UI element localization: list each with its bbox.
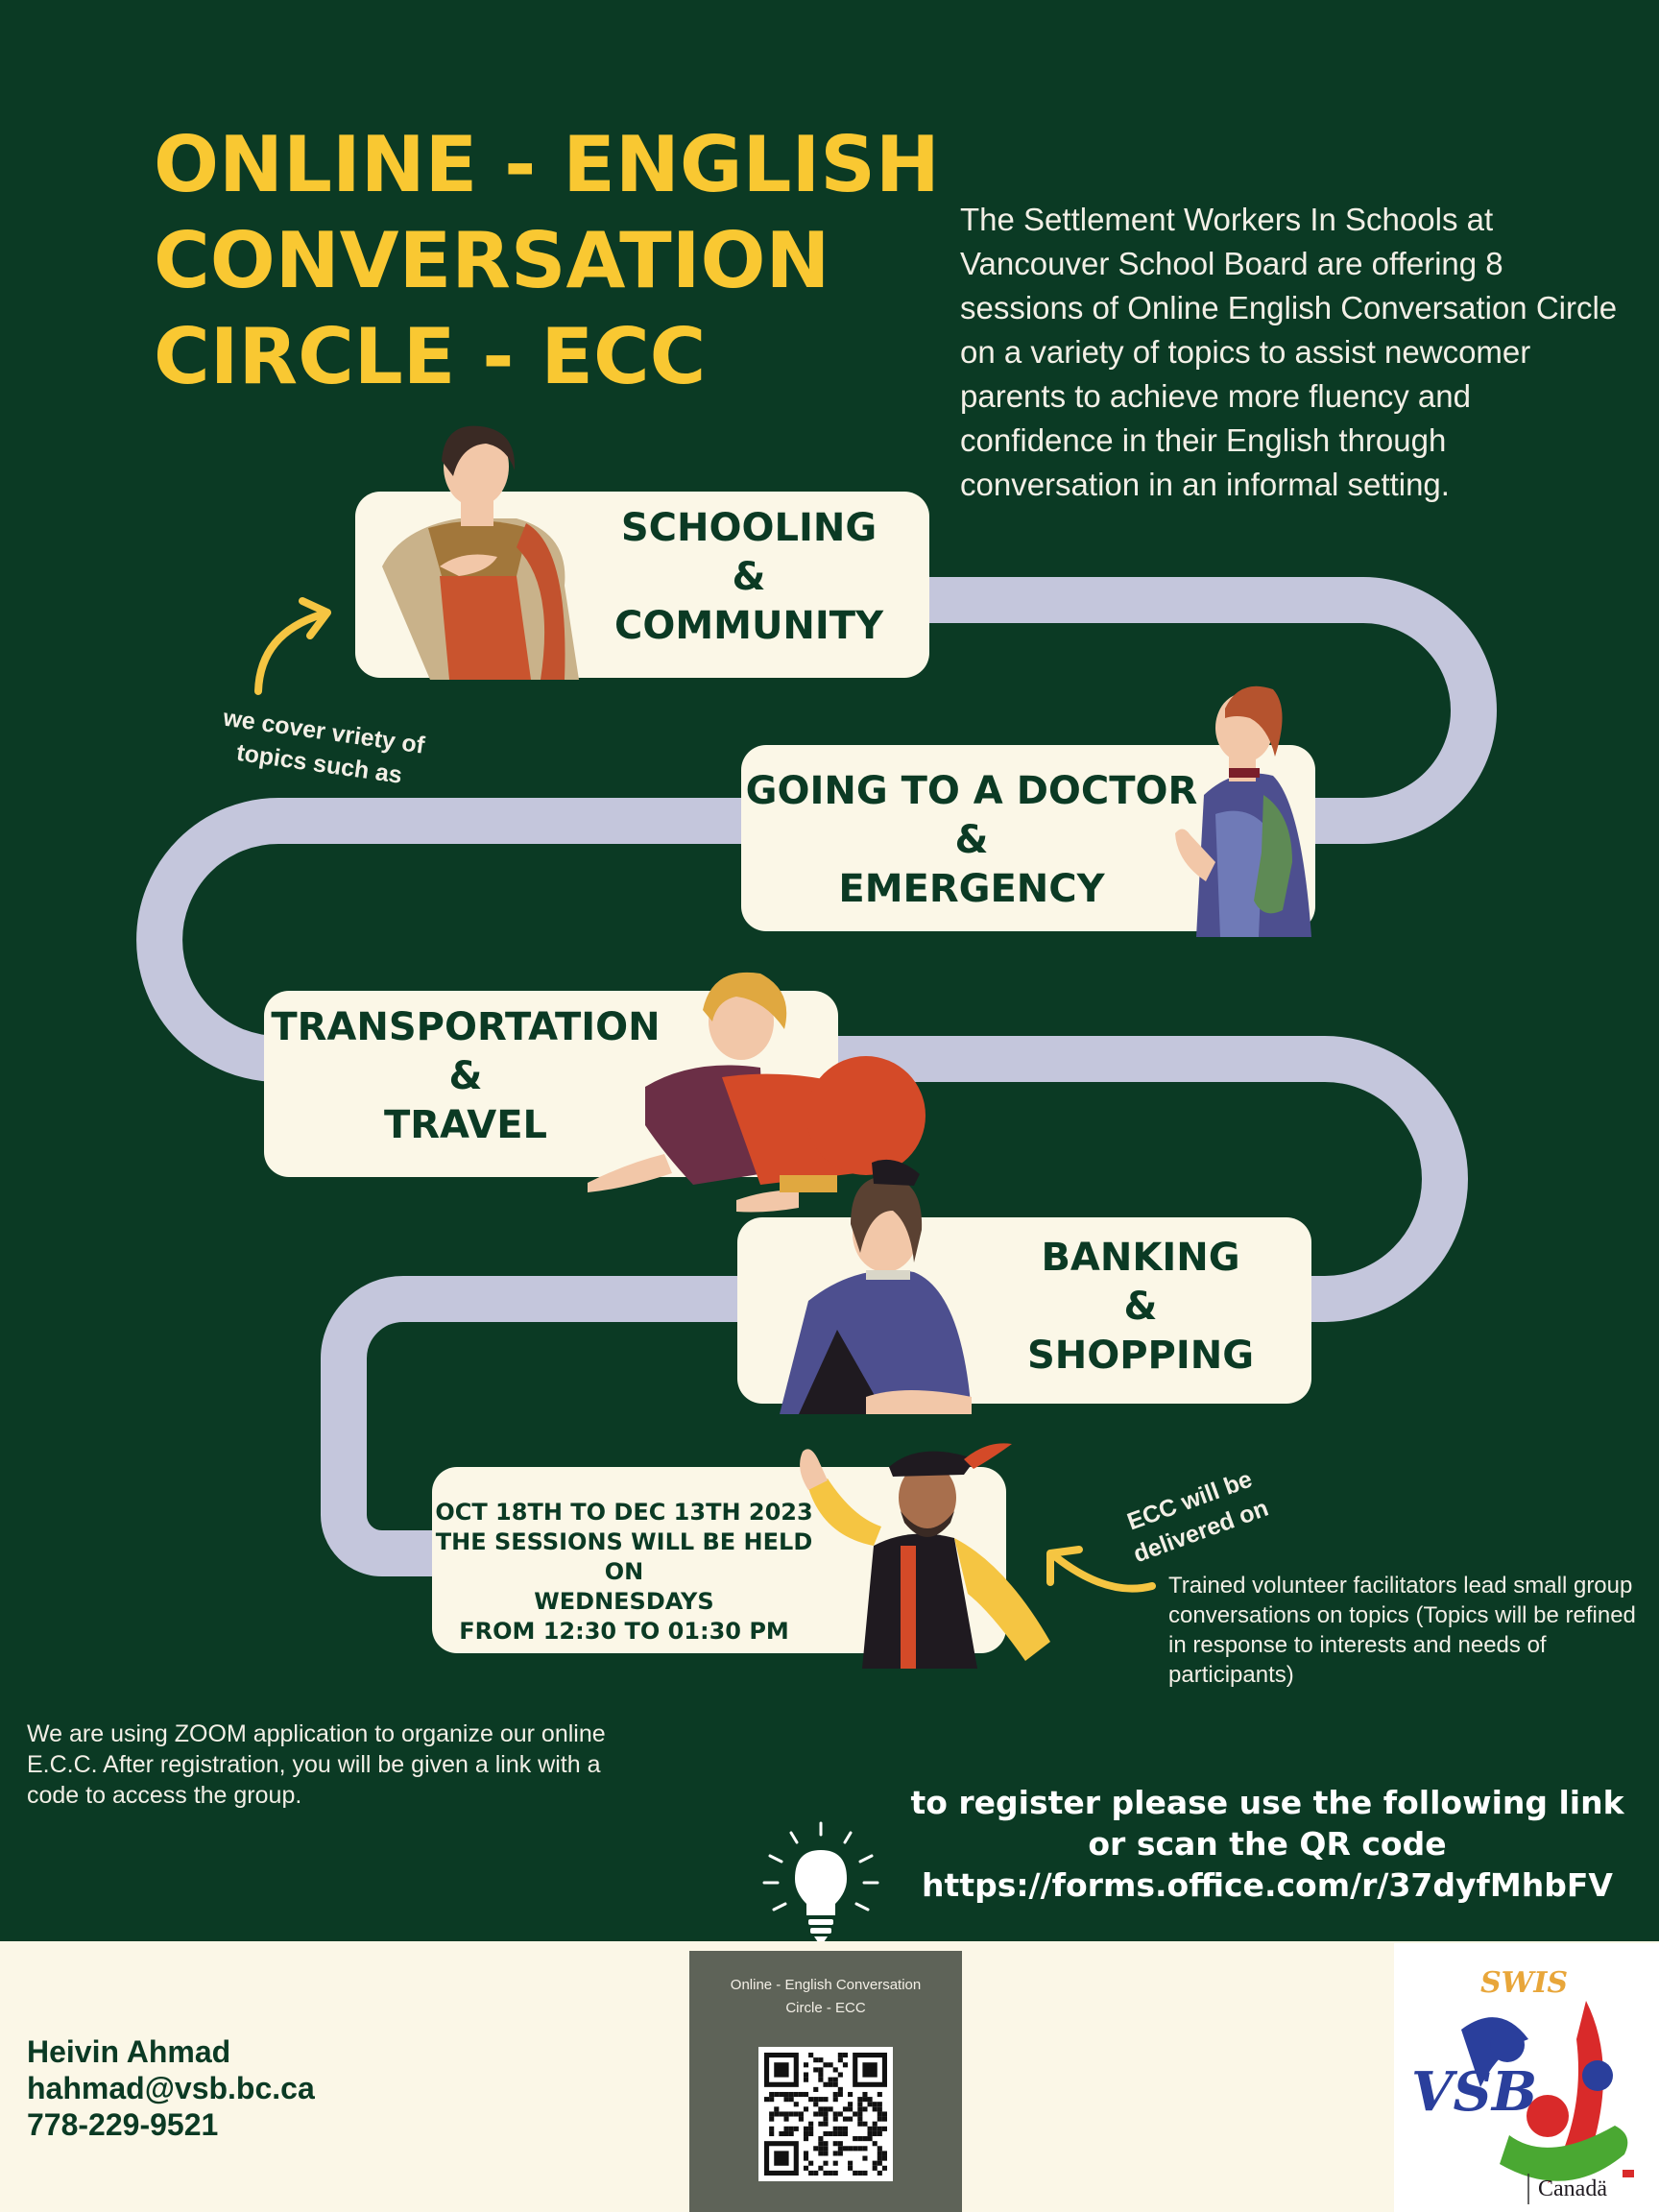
qr-code[interactable] <box>758 2047 893 2181</box>
contact-email[interactable]: hahmad@vsb.bc.ca <box>27 2071 315 2105</box>
contact-info: Heivin Ahmad hahmad@vsb.bc.ca 778-229-95… <box>27 2033 507 2143</box>
title-line: CONVERSATION <box>154 216 830 305</box>
register-instructions: to register please use the following lin… <box>902 1782 1632 1906</box>
curved-arrow-icon <box>1046 1546 1156 1593</box>
light-bulb-icon <box>762 1821 879 1942</box>
sessions-details: OCT 18TH TO DEC 13TH 2023 THE SESSIONS W… <box>435 1499 813 1645</box>
intro-paragraph: The Settlement Workers In Schools at Van… <box>960 202 1618 502</box>
swis-vsb-logo: SWIS VSB Canadä <box>1394 1943 1659 2212</box>
lady-figure-illustration <box>1175 685 1311 937</box>
topic-title: TRANSPORTATION & TRAVEL <box>271 1005 661 1147</box>
title-line: ONLINE - ENGLISH <box>154 120 940 209</box>
qr-code-pattern <box>764 2053 887 2176</box>
topic-title: GOING TO A DOCTOR & EMERGENCY <box>745 769 1198 911</box>
poster-title: ONLINE - ENGLISH CONVERSATION CIRCLE - E… <box>154 117 960 405</box>
curved-arrow-icon <box>254 597 331 695</box>
qr-card-title: Online - English Conversation Circle - E… <box>730 1977 922 2016</box>
nobleman-figure-illustration <box>800 1443 1050 1669</box>
register-link[interactable]: https://forms.office.com/r/37dyfMhbFV <box>922 1866 1613 1904</box>
dancer-figure-illustration <box>588 972 926 1213</box>
woman-figure-illustration <box>382 425 579 680</box>
logo-swis-text: SWIS <box>1480 1966 1569 2000</box>
zoom-info-text: We are using ZOOM application to organiz… <box>27 1720 606 1809</box>
contact-phone: 778-229-9521 <box>27 2107 219 2142</box>
facilitators-text: Trained volunteer facilitators lead smal… <box>1168 1573 1636 1688</box>
contact-name: Heivin Ahmad <box>27 2034 231 2069</box>
man-figure-illustration <box>780 1159 972 1414</box>
logo-graphic <box>1461 2001 1634 2204</box>
title-line: CIRCLE - ECC <box>154 312 707 401</box>
topic-title: BANKING & SHOPPING <box>1026 1236 1255 1378</box>
logo-canada-text: Canadä <box>1538 2176 1607 2201</box>
qr-card: Online - English Conversation Circle - E… <box>689 1951 962 2212</box>
logo-vsb-text: VSB <box>1411 2060 1538 2124</box>
topic-title: SCHOOLING & COMMUNITY <box>613 506 884 648</box>
